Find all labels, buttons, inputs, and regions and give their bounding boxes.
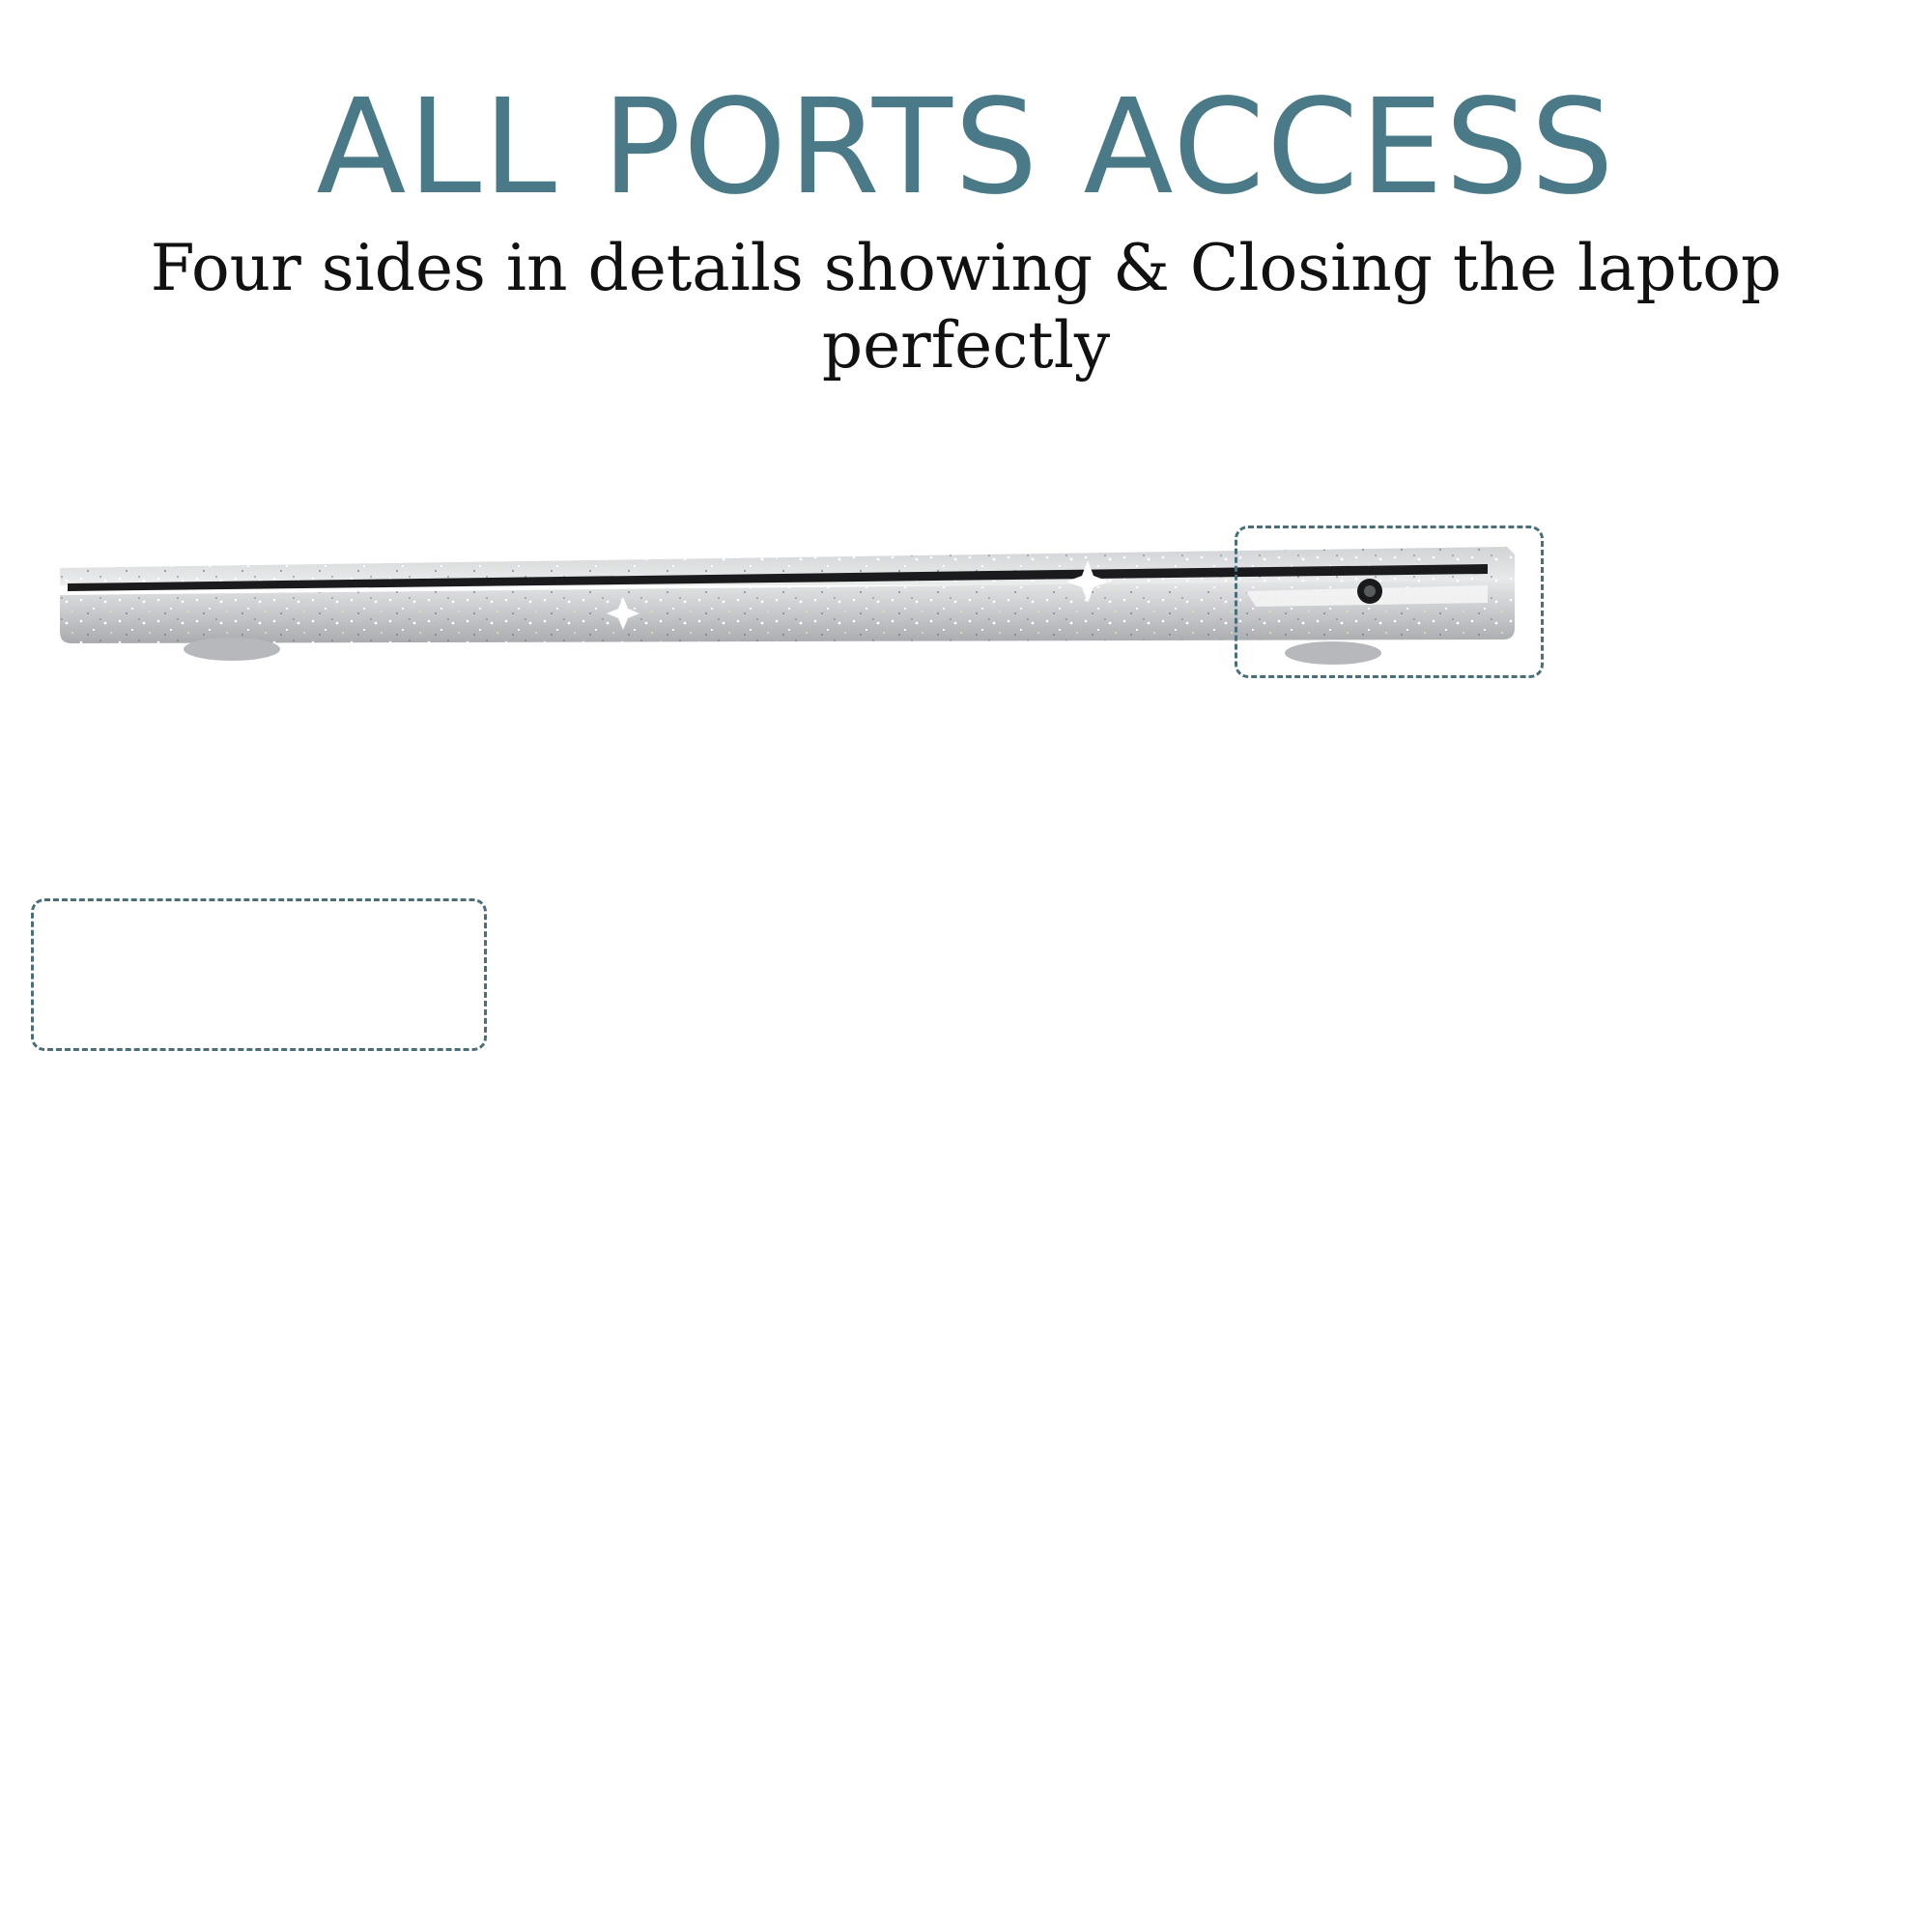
headphone-port-callout xyxy=(1235,526,1544,678)
usb-c-ports-callout xyxy=(31,898,487,1051)
headline: ALL PORTS ACCESS xyxy=(316,71,1616,224)
right-side-view xyxy=(60,547,1515,665)
subheadline: Four sides in details showing & Closing … xyxy=(150,231,1782,383)
